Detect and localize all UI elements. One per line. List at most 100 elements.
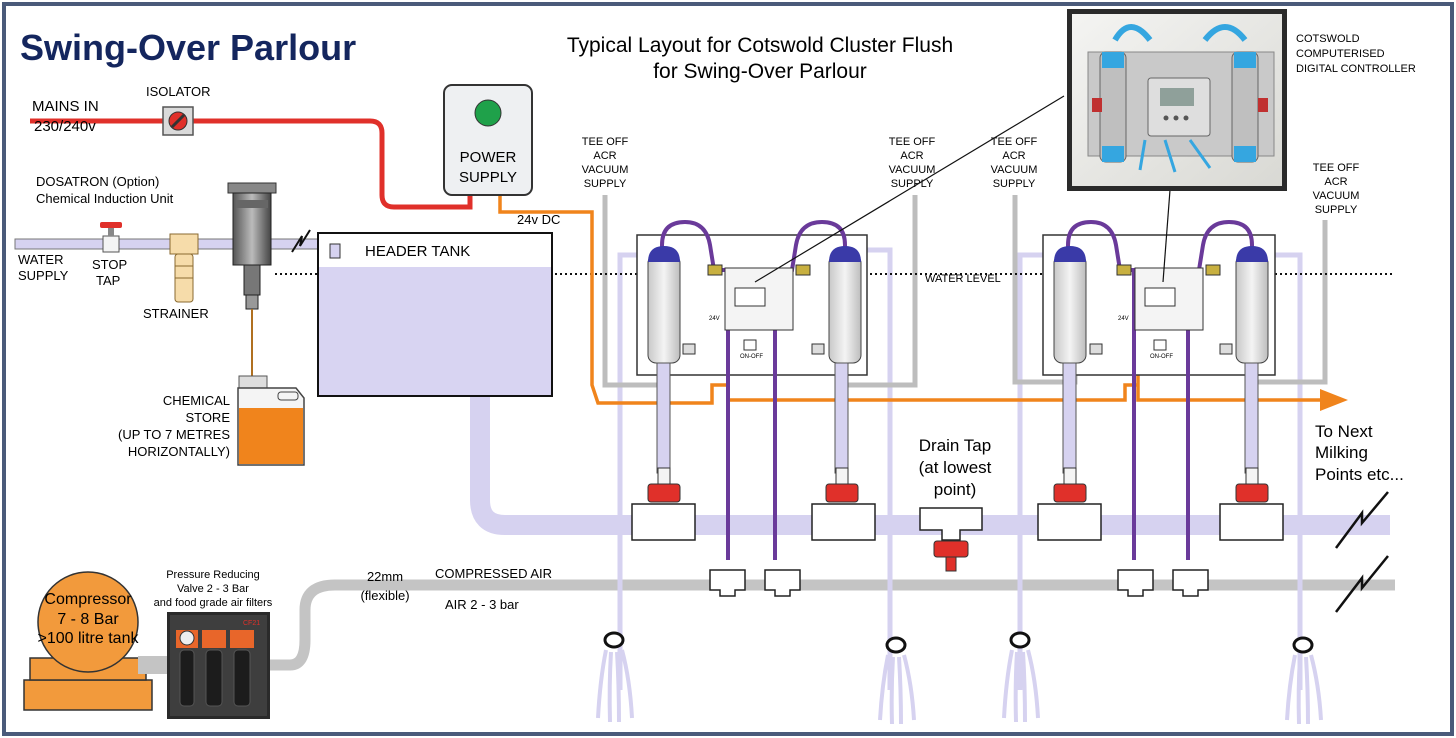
svg-text:TEE OFF: TEE OFF: [582, 136, 629, 148]
header-tank-label: HEADER TANK: [365, 243, 470, 260]
water-main-pipe: [470, 395, 1390, 535]
pressure-filter-photo: [167, 612, 270, 719]
mains-in-label-1: MAINS IN: [32, 98, 99, 115]
strainer: [169, 233, 199, 303]
svg-text:SUPPLY: SUPPLY: [1315, 204, 1358, 216]
water-supply-label-1: WATER: [18, 252, 64, 267]
power-supply-box: POWER SUPPLY: [443, 84, 533, 196]
compressed-air-pipe: [255, 579, 1395, 671]
svg-text:VACUUM: VACUUM: [582, 164, 629, 176]
power-lamp: [474, 99, 502, 127]
svg-text:TEE OFF: TEE OFF: [889, 136, 936, 148]
water-supply-label-2: SUPPLY: [18, 268, 69, 283]
svg-text:SUPPLY: SUPPLY: [584, 178, 627, 190]
strainer-label: STRAINER: [143, 306, 209, 321]
stop-tap: [100, 222, 122, 253]
pressure-valve-label-3: and food grade air filters: [154, 597, 273, 609]
power-supply-label-1: POWER: [460, 149, 517, 166]
controller-photo: [1067, 9, 1287, 191]
svg-text:VACUUM: VACUUM: [889, 164, 936, 176]
svg-text:ACR: ACR: [593, 150, 616, 162]
chemical-label-3: (UP TO 7 METRES: [118, 427, 230, 442]
pressure-valve-label-1: Pressure Reducing: [166, 569, 260, 581]
jetter-assembly-1: [631, 467, 696, 541]
svg-text:SUPPLY: SUPPLY: [891, 178, 934, 190]
tee-off-label-4: TEE OFF ACR VACUUM SUPPLY: [1313, 162, 1360, 216]
dosatron-label-2: Chemical Induction Unit: [36, 191, 174, 206]
air-pressure-label: AIR 2 - 3 bar: [445, 597, 519, 612]
isolator-switch: [162, 106, 194, 136]
unit-2-24v: 24V: [1118, 316, 1129, 322]
unit-2-on-off: ON-OFF: [1150, 354, 1173, 360]
stop-tap-label-1: STOP: [92, 257, 127, 272]
compressed-air-label: COMPRESSED AIR: [435, 566, 552, 581]
mains-cable: [30, 118, 473, 210]
drain-tap-label-2: (at lowest: [919, 458, 992, 477]
drain-tap-label-3: point): [934, 480, 977, 499]
milking-cluster-4: [1285, 636, 1323, 725]
svg-text:ACR: ACR: [1324, 176, 1347, 188]
next-points-label-3: Points etc...: [1315, 465, 1404, 484]
flush-unit-2: 24V ON-OFF: [1042, 219, 1276, 560]
milking-cluster-1: [596, 631, 634, 723]
subtitle-line-1: Typical Layout for Cotswold Cluster Flus…: [567, 34, 953, 57]
pipe-size-label-2: (flexible): [360, 588, 409, 603]
controller-callout-1: [754, 95, 1065, 283]
svg-text:VACUUM: VACUUM: [1313, 190, 1360, 202]
stop-tap-label-2: TAP: [96, 273, 120, 288]
controller-label-2: COMPUTERISED: [1296, 48, 1385, 60]
jetter-assembly-4: [1219, 467, 1284, 541]
jetter-assembly-2: [811, 467, 876, 541]
unit-1-24v: 24V: [709, 316, 720, 322]
dc-arrow-head: [1320, 389, 1348, 411]
main-title: Swing-Over Parlour: [20, 27, 356, 68]
unit-2-purple-tube-left: [1066, 219, 1136, 560]
milking-cluster-3: [1002, 631, 1040, 723]
dosatron-unit: [227, 182, 277, 310]
tee-off-label-1: TEE OFF ACR VACUUM SUPPLY: [582, 136, 629, 190]
svg-text:ACR: ACR: [1002, 150, 1025, 162]
chemical-label-4: HORIZONTALLY): [128, 444, 230, 459]
milking-cluster-2: [878, 636, 916, 725]
next-points-label-1: To Next: [1315, 422, 1373, 441]
unit-2-purple-tube-right: [1186, 219, 1254, 560]
filter-tag: CF21: [243, 620, 260, 627]
flush-unit-1: 24V ON-OFF: [636, 219, 868, 560]
dosatron-label-1: DOSATRON (Option): [36, 174, 159, 189]
unit-1-purple-tube-right: [773, 219, 847, 560]
tee-off-label-3: TEE OFF ACR VACUUM SUPPLY: [991, 136, 1038, 190]
pressure-valve-label-2: Valve 2 - 3 Bar: [177, 583, 249, 595]
mains-in-label-2: 230/240v: [34, 118, 96, 135]
chemical-label-1: CHEMICAL: [163, 393, 230, 408]
chemical-container: [237, 375, 305, 466]
svg-text:VACUUM: VACUUM: [991, 164, 1038, 176]
jetter-assembly-3: [1037, 467, 1102, 541]
compressor-label-3: >100 litre tank: [38, 630, 140, 647]
controller-label-1: COTSWOLD: [1296, 33, 1360, 45]
compressor-label-1: Compressor: [44, 591, 132, 608]
dosatron-break-mark: [291, 229, 311, 253]
unit-2-drops: [1062, 362, 1259, 474]
unit-1-drops: [656, 362, 849, 474]
drain-tap: [919, 507, 983, 572]
controller-label-3: DIGITAL CONTROLLER: [1296, 63, 1416, 75]
compressor-label-2: 7 - 8 Bar: [57, 611, 119, 628]
pipe-size-label-1: 22mm: [367, 569, 403, 584]
header-tank: [317, 232, 553, 397]
svg-text:TEE OFF: TEE OFF: [991, 136, 1038, 148]
water-level-label: WATER LEVEL: [925, 273, 1001, 285]
subtitle-line-2: for Swing-Over Parlour: [653, 60, 867, 83]
compressor: [23, 571, 174, 711]
unit-1-purple-tube-left: [660, 219, 730, 560]
svg-text:SUPPLY: SUPPLY: [993, 178, 1036, 190]
tee-off-label-2: TEE OFF ACR VACUUM SUPPLY: [889, 136, 936, 190]
pipe-break-symbols: [1334, 491, 1389, 613]
power-supply-label-2: SUPPLY: [459, 169, 517, 186]
next-points-label-2: Milking: [1315, 443, 1368, 462]
drain-tap-label-1: Drain Tap: [919, 436, 991, 455]
air-tee-fittings: [709, 569, 1209, 597]
svg-text:TEE OFF: TEE OFF: [1313, 162, 1360, 174]
